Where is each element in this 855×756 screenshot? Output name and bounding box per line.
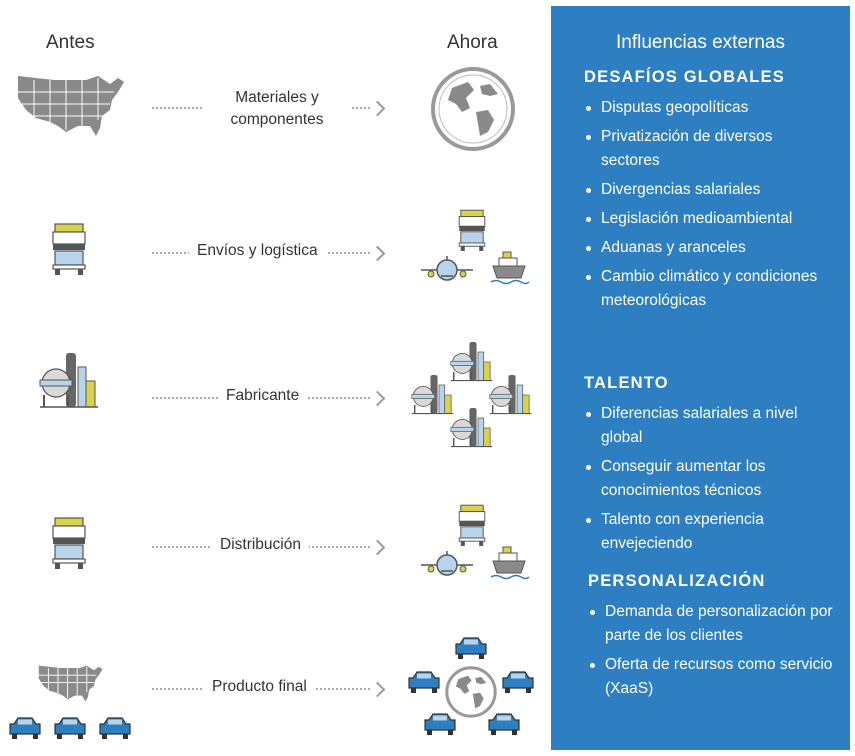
section-heading-talent: TALENTO: [584, 374, 669, 392]
globe-icon: [431, 67, 515, 151]
factory-icon: [489, 375, 532, 415]
global-challenges-list: Disputas geopolíticas Privatización de d…: [584, 96, 834, 318]
list-item: Divergencias salariales: [584, 178, 834, 202]
usa-map-icon: [38, 665, 103, 702]
car-icon: [455, 637, 487, 659]
car-icon: [99, 717, 131, 739]
globe-icon: [445, 666, 497, 718]
header-before: Antes: [46, 32, 95, 53]
row-label-distribution: Distribución: [212, 534, 309, 556]
car-icon: [54, 717, 86, 739]
list-item: Oferta de recursos como servicio (XaaS): [588, 653, 838, 701]
airplane-icon: [421, 256, 473, 281]
list-item: Legislación medioambiental: [584, 207, 834, 231]
list-item: Privatización de diversos sectores: [584, 125, 834, 173]
list-item: Diferencias salariales a nivel global: [584, 402, 834, 450]
car-icon: [488, 713, 520, 735]
arrow-icon: [369, 390, 386, 407]
truck-icon: [458, 504, 486, 546]
row-label-manufacturer: Fabricante: [218, 385, 308, 407]
ship-icon: [490, 546, 530, 580]
usa-map-icon: [18, 76, 124, 136]
arrow-icon: [369, 100, 386, 117]
list-item: Cambio climático y condiciones meteoroló…: [584, 265, 834, 313]
talent-list: Diferencias salariales a nivel global Co…: [584, 402, 834, 561]
arrow-icon: [369, 245, 386, 262]
row-label-materials: Materiales y componentes: [204, 87, 350, 131]
truck-icon: [52, 517, 86, 569]
customization-list: Demanda de personalización por parte de …: [588, 600, 838, 706]
list-item: Conseguir aumentar los conocimientos téc…: [584, 455, 834, 503]
section-heading-global-challenges: DESAFÍOS GLOBALES: [584, 68, 785, 86]
arrow-icon: [369, 681, 386, 698]
header-after: Ahora: [447, 32, 498, 53]
list-item: Disputas geopolíticas: [584, 96, 834, 120]
factory-icon: [411, 375, 454, 415]
list-item: Talento con experiencia envejeciendo: [584, 508, 834, 556]
row-label-shipping: Envíos y logística: [189, 240, 326, 262]
airplane-icon: [421, 551, 473, 576]
car-icon: [408, 671, 440, 693]
factory-icon: [39, 353, 98, 408]
factory-icon: [450, 342, 493, 382]
section-heading-customization: PERSONALIZACIÓN: [588, 572, 766, 590]
ship-icon: [490, 251, 530, 285]
factory-icon: [450, 408, 493, 448]
external-influences-panel: Influencias externas DESAFÍOS GLOBALES D…: [551, 6, 850, 750]
truck-icon: [52, 223, 86, 275]
car-icon: [9, 717, 41, 739]
list-item: Demanda de personalización por parte de …: [588, 600, 838, 648]
panel-title: Influencias externas: [616, 32, 785, 53]
list-item: Aduanas y aranceles: [584, 236, 834, 260]
truck-icon: [458, 209, 486, 251]
car-icon: [502, 671, 534, 693]
car-icon: [424, 713, 456, 735]
row-label-final-product: Producto final: [204, 676, 315, 698]
arrow-icon: [369, 539, 386, 556]
